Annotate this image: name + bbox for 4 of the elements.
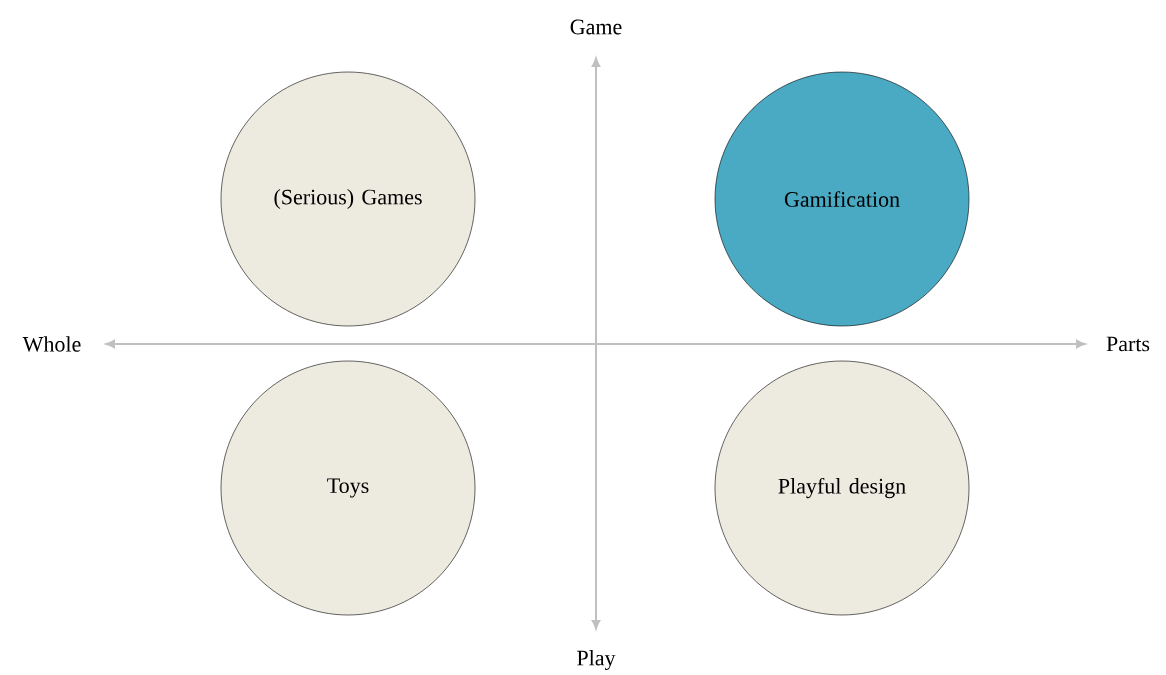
axis-label: Game [570, 19, 622, 35]
axis-label: Whole [22, 336, 81, 352]
axis-label: Parts [1106, 336, 1150, 352]
axis-label: Play [577, 650, 616, 670]
